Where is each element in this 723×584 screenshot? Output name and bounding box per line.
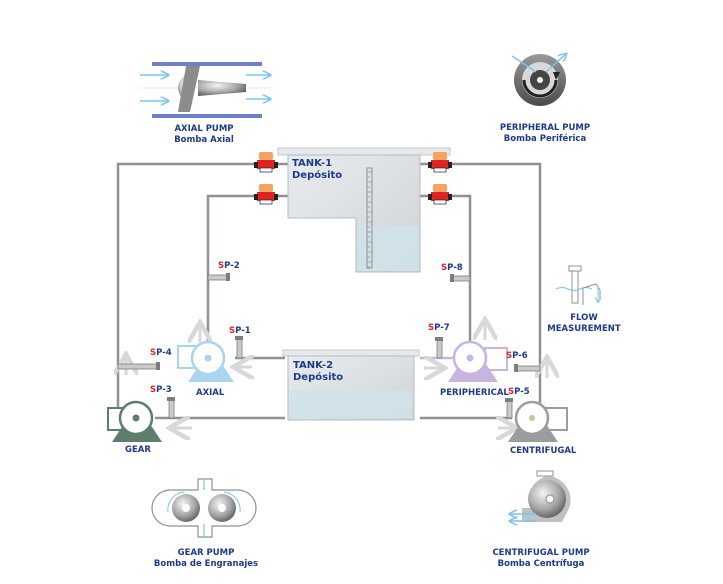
svg-text:SP-7: SP-7 xyxy=(428,323,450,333)
centrifugal-pump-subtitle: Bomba Centrífuga xyxy=(498,559,585,569)
gear-pump-subtitle: Bomba de Engranajes xyxy=(154,559,258,569)
sensor-sp-6-label: P-6 xyxy=(512,351,528,361)
sensor-sp-3-prefix: S xyxy=(150,385,156,395)
pump-centrifugal-label: CENTRIFUGAL xyxy=(510,446,577,456)
tank-2-title: TANK-2 xyxy=(293,360,333,371)
pump-peripheral[interactable]: PERIPHERICAL xyxy=(440,340,509,398)
pipe-peripheral-to-tank1 xyxy=(452,194,472,345)
sensor-sp-7-label: P-7 xyxy=(434,323,450,333)
illustration-gear-pump: GEAR PUMP Bomba de Engranajes xyxy=(151,478,258,569)
gear-left-icon xyxy=(172,494,200,522)
sensor-sp-1[interactable]: SP-1 xyxy=(229,326,251,359)
pipe-centrifugal-to-tank1 xyxy=(452,162,542,410)
pipe-gear-to-tank1 xyxy=(116,162,254,412)
sensor-sp-1-prefix: S xyxy=(229,326,235,336)
centrifugal-pump-title: CENTRIFUGAL PUMP xyxy=(492,548,589,558)
sensor-sp-2-label: P-2 xyxy=(224,261,240,271)
gear-pump-title: GEAR PUMP xyxy=(178,548,235,558)
pipe-axial-to-tank1 xyxy=(206,194,254,342)
sensor-sp-2[interactable]: SP-2 xyxy=(207,261,240,281)
tank-1-subtitle: Depósito xyxy=(292,169,342,181)
valve-1[interactable] xyxy=(254,152,278,173)
valve-3[interactable] xyxy=(428,152,452,173)
axial-pump-title: AXIAL PUMP xyxy=(174,124,233,134)
tank-2: TANK-2 Depósito xyxy=(282,349,420,421)
illustration-peripheral-pump: PERIPHERAL PUMP Bomba Periférica xyxy=(500,54,590,144)
svg-text:SP-3: SP-3 xyxy=(150,385,172,395)
tank-2-subtitle: Depósito xyxy=(293,371,343,383)
sensor-sp-4-prefix: S xyxy=(150,348,156,358)
level-gauge xyxy=(366,167,373,269)
sensor-sp-6-prefix: S xyxy=(506,351,512,361)
sensor-sp-2-prefix: S xyxy=(218,261,224,271)
axial-pump-subtitle: Bomba Axial xyxy=(174,135,234,145)
flow-measurement-line2: MEASUREMENT xyxy=(547,324,621,334)
pump-gear-label: GEAR xyxy=(125,445,151,455)
sensor-sp-3-label: P-3 xyxy=(156,385,172,395)
sensor-sp-3[interactable]: SP-3 xyxy=(150,385,175,419)
pump-gear[interactable]: GEAR xyxy=(107,400,162,455)
valves xyxy=(254,152,452,205)
svg-text:SP-6: SP-6 xyxy=(506,351,528,361)
sensor-sp-8-prefix: S xyxy=(441,263,447,273)
sensor-sp-4-label: P-4 xyxy=(156,348,172,358)
valve-2[interactable] xyxy=(254,184,278,205)
tank-1-title: TANK-1 xyxy=(292,158,332,169)
illustration-flow-measurement: FLOW MEASUREMENT xyxy=(547,265,621,334)
sensor-sp-7-prefix: S xyxy=(428,323,434,333)
sensor-sp-7[interactable]: SP-7 xyxy=(428,323,450,359)
pressure-sensors: SP-1 SP-2 SP-3 SP-4 SP-5 xyxy=(117,261,541,419)
sensor-sp-6[interactable]: SP-6 xyxy=(506,351,541,372)
tank-2-water xyxy=(290,390,412,418)
illustration-axial-pump: AXIAL PUMP Bomba Axial xyxy=(140,62,270,145)
pump-centrifugal[interactable]: CENTRIFUGAL xyxy=(508,400,577,456)
sensor-sp-5-label: P-5 xyxy=(514,387,530,397)
valve-4[interactable] xyxy=(428,184,452,205)
pump-peripheral-label: PERIPHERICAL xyxy=(440,388,509,398)
pump-axial[interactable]: AXIAL xyxy=(177,340,234,398)
peripheral-pump-subtitle: Bomba Periférica xyxy=(504,133,587,144)
svg-text:SP-5: SP-5 xyxy=(508,387,530,397)
tank-1: TANK-1 Depósito xyxy=(277,147,451,273)
sensor-sp-8-label: P-8 xyxy=(447,263,463,273)
illustration-centrifugal-pump: CENTRIFUGAL PUMP Bomba Centrífuga xyxy=(492,470,590,569)
pump-axial-label: AXIAL xyxy=(196,388,225,398)
svg-text:SP-4: SP-4 xyxy=(150,348,172,358)
svg-text:SP-2: SP-2 xyxy=(218,261,240,271)
gear-right-icon xyxy=(208,494,236,522)
sensor-sp-5-prefix: S xyxy=(508,387,514,397)
svg-text:SP-1: SP-1 xyxy=(229,326,251,336)
sensor-sp-1-label: P-1 xyxy=(235,326,251,336)
flow-measurement-line1: FLOW xyxy=(570,313,598,323)
sensor-sp-5[interactable]: SP-5 xyxy=(505,387,530,419)
svg-text:SP-8: SP-8 xyxy=(441,263,463,273)
tank-1-water xyxy=(357,226,419,271)
sensor-sp-8[interactable]: SP-8 xyxy=(441,263,471,282)
sensor-sp-4[interactable]: SP-4 xyxy=(117,348,172,370)
peripheral-pump-title: PERIPHERAL PUMP xyxy=(500,123,590,133)
